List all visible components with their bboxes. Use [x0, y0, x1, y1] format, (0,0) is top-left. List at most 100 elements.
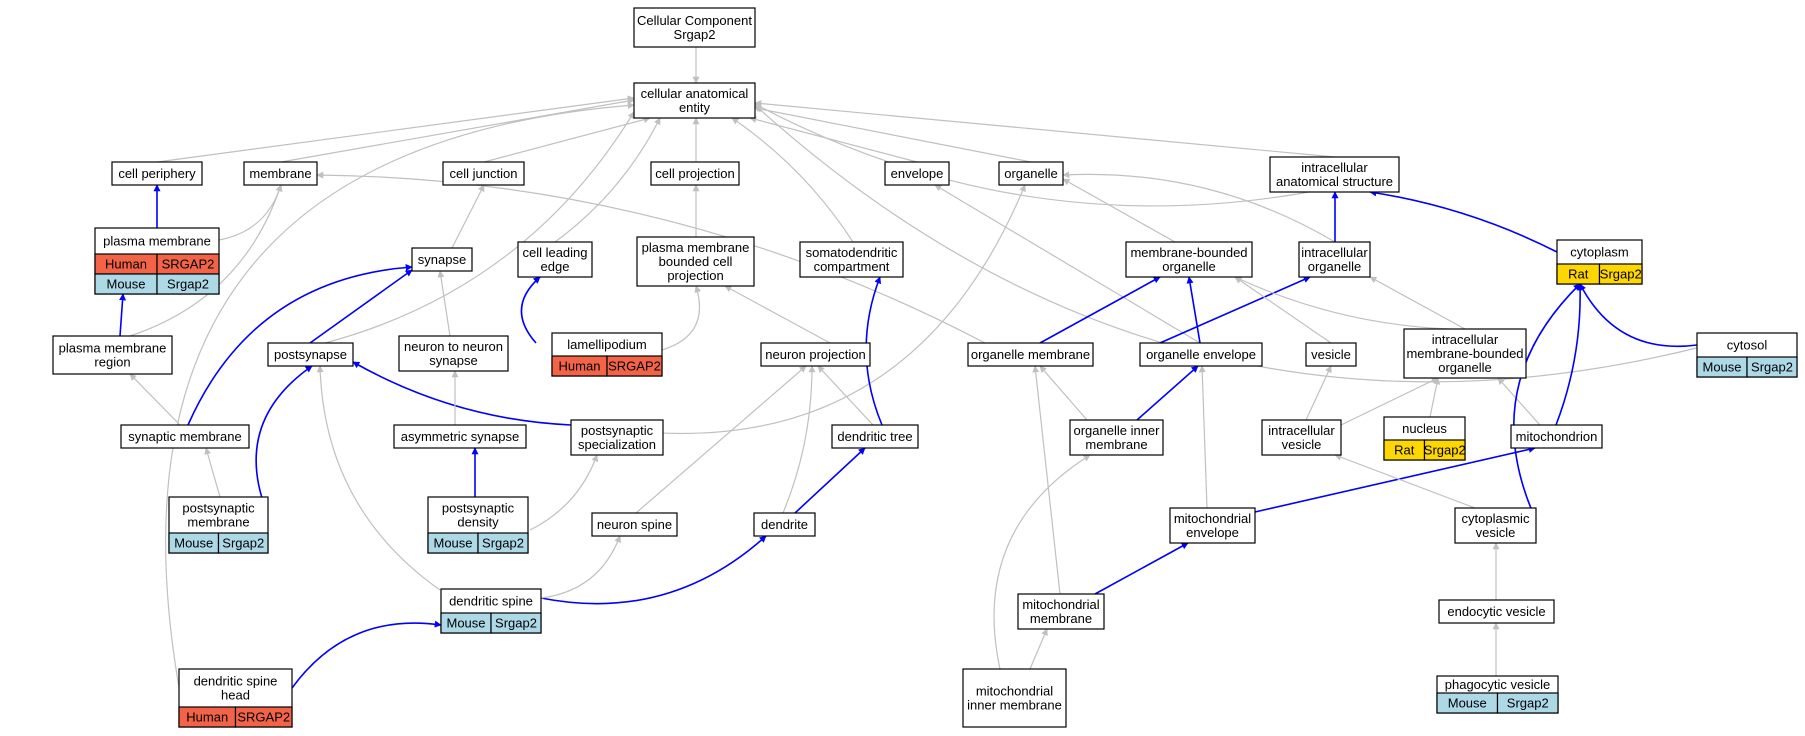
blue-edge-33	[255, 365, 313, 516]
node-box	[1125, 241, 1253, 278]
node-cellproj[interactable]: cell projection	[650, 161, 740, 186]
node-box	[1169, 507, 1256, 544]
node-box	[442, 161, 525, 186]
node-label: cytosol	[1727, 338, 1768, 353]
node-box	[650, 161, 740, 186]
node-orgmem[interactable]: organelle membrane	[967, 342, 1094, 367]
species-label: Mouse	[106, 277, 145, 292]
node-nproj[interactable]: neuron projection	[760, 342, 871, 367]
gray-edge-8	[754, 103, 1336, 207]
node-label: cell periphery	[118, 166, 196, 181]
node-membrane[interactable]: membrane	[243, 161, 318, 186]
node-label: specialization	[578, 437, 656, 452]
blue-edge-30	[187, 263, 413, 426]
gene-cell	[1423, 439, 1466, 461]
node-label: phagocytic vesicle	[1445, 677, 1551, 692]
node-synmem[interactable]: synaptic membrane	[120, 424, 250, 449]
gray-edge-53	[1369, 276, 1466, 330]
node-dendrite[interactable]: dendrite	[753, 512, 816, 537]
node-label: bounded cell	[659, 254, 733, 269]
node-box	[1438, 599, 1555, 624]
node-label: membrane-bounded	[1406, 346, 1523, 361]
gray-edge-42	[782, 365, 816, 514]
node-celljunc[interactable]: cell junction	[442, 161, 525, 186]
node-orgenv[interactable]: organelle envelope	[1139, 342, 1263, 367]
node-box	[636, 236, 755, 287]
node-organelle[interactable]: organelle	[998, 161, 1064, 186]
node-endo[interactable]: endocytic vesicle	[1438, 599, 1555, 624]
node-dtree[interactable]: dendritic tree	[831, 424, 919, 449]
gray-edge-23	[1062, 171, 1336, 243]
gray-edge-13	[731, 117, 854, 243]
node-box	[243, 161, 318, 186]
gray-edge-35	[588, 184, 1026, 435]
species-label: Mouse	[433, 536, 472, 551]
gene-cell	[234, 706, 293, 728]
node-label: intracellular	[1268, 423, 1335, 438]
blue-edge-51	[1159, 276, 1311, 344]
gene-cell	[1746, 356, 1798, 378]
node-box	[267, 342, 354, 367]
node-box	[633, 82, 756, 119]
gray-edge-12	[554, 117, 661, 243]
gray-edge-66	[1497, 377, 1541, 426]
gene-label: SRGAP2	[237, 710, 290, 725]
node-mito[interactable]: mitochondrion	[1510, 424, 1603, 449]
node-envelope[interactable]: envelope	[884, 161, 950, 186]
node-label: edge	[541, 259, 570, 274]
edges-layer	[119, 47, 1753, 694]
node-box	[967, 342, 1094, 367]
node-box	[1269, 156, 1400, 193]
node-vesicle[interactable]: vesicle	[1305, 342, 1357, 367]
node-box	[1261, 419, 1342, 456]
node-label: cell projection	[655, 166, 735, 181]
blue-edge-67	[1555, 283, 1584, 426]
node-nspine[interactable]: neuron spine	[591, 512, 678, 537]
gray-edge-11	[324, 111, 635, 344]
gray-edge-36	[316, 365, 441, 591]
node-label: postsynaptic	[182, 501, 255, 516]
node-box	[1139, 342, 1263, 367]
node-label: envelope	[1186, 525, 1239, 540]
node-label: synaptic membrane	[128, 429, 241, 444]
gray-edge-1	[156, 95, 635, 163]
node-synapse[interactable]: synapse	[411, 247, 473, 272]
gray-edge-2	[280, 97, 635, 163]
node-asymsyn[interactable]: asymmetric synapse	[393, 424, 527, 449]
gray-edge-20	[316, 171, 986, 344]
node-postsyn[interactable]: postsynapse	[267, 342, 354, 367]
species-label: Mouse	[446, 616, 485, 631]
node-box	[1069, 419, 1164, 456]
node-cellper[interactable]: cell periphery	[111, 161, 203, 186]
